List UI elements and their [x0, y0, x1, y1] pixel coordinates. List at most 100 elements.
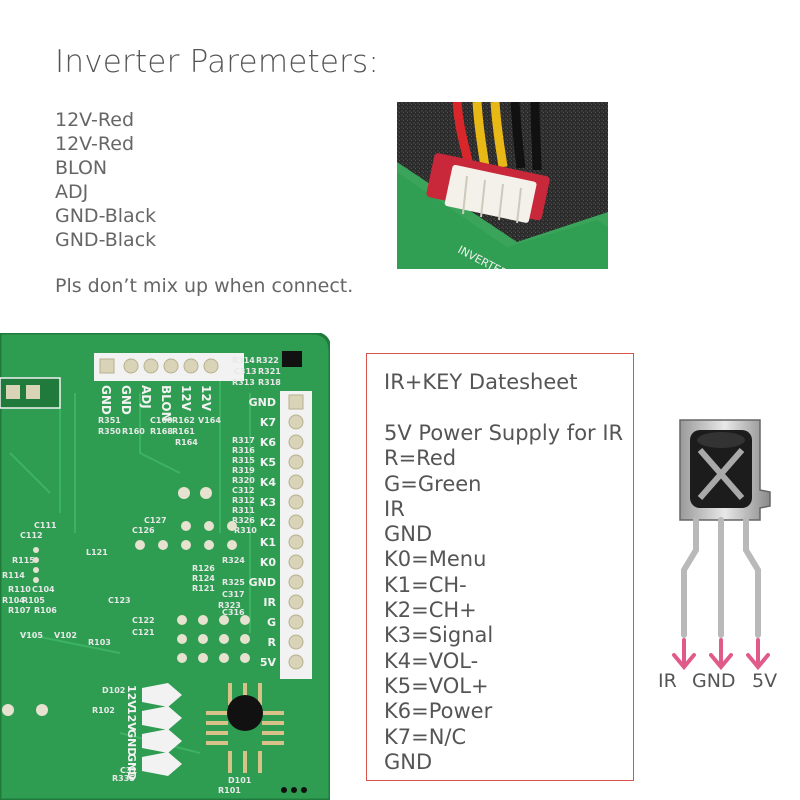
- pcb-side-label: GND: [249, 576, 276, 589]
- pcb-designator: R110: [8, 585, 31, 594]
- pcb-designator: R164: [175, 438, 198, 447]
- datasheet-box: [366, 353, 634, 781]
- pcb-designator: R318: [258, 378, 281, 387]
- pcb-designator: C121: [132, 628, 155, 637]
- pcb-designator: R162: [172, 416, 195, 425]
- pcb-designator: R323: [218, 601, 241, 610]
- pcb-designator: R105: [22, 596, 45, 605]
- pcb-designator: R107: [8, 606, 31, 615]
- pcb-header-label: ADJ: [139, 385, 153, 409]
- connector-photo: INVERTER: [397, 102, 608, 269]
- pcb-side-label: K4: [260, 476, 277, 489]
- pcb-designator: R121: [192, 584, 215, 593]
- pcb-side-label: K5: [260, 456, 276, 469]
- pcb-designator: R326: [232, 516, 255, 525]
- pcb-side-label: 5V: [260, 656, 277, 669]
- pcb-designator: R160: [122, 427, 145, 436]
- pcb-power-label: 12V: [125, 707, 138, 731]
- pcb-designator: R310: [234, 526, 257, 535]
- ir-receiver-icon: [672, 419, 771, 671]
- pcb-designator: R317: [232, 436, 255, 445]
- pcb-designator: R316: [232, 446, 255, 455]
- gnd-pin-label: GND: [692, 670, 736, 692]
- wire-label: ADJ: [55, 181, 89, 203]
- datasheet-line: GND: [384, 749, 433, 774]
- pcb-designator: V105: [20, 631, 43, 640]
- pcb-designator: V164: [198, 416, 221, 425]
- pcb-side-label: R: [268, 636, 277, 649]
- pcb-side-label: K6: [260, 436, 277, 449]
- pcb-designator: R320: [232, 476, 255, 485]
- inverter-title: Inverter Paremeters:: [55, 44, 380, 80]
- pcb-designator: R311: [232, 506, 255, 515]
- pcb-header-label: 12V: [179, 385, 193, 412]
- pcb-designator: R315: [232, 456, 255, 465]
- connection-note: Pls don’t mix up when connect.: [55, 275, 354, 297]
- datasheet-line: GND: [384, 522, 433, 547]
- pcb-designator: R115: [12, 556, 35, 565]
- pcb-designator: C316: [222, 608, 245, 617]
- datasheet-pin-list: 5V Power Supply for IR R=Red G=Green IR …: [384, 421, 623, 775]
- pcb-header-label: GND: [99, 385, 113, 415]
- pcb-designator: R114: [2, 571, 25, 580]
- pcb-designator: R104: [2, 596, 25, 605]
- datasheet-line: K7=N/C: [384, 724, 467, 749]
- datasheet-line: K5=VOL+: [384, 673, 489, 698]
- pcb-designator: R101: [218, 786, 241, 795]
- pcb-designator: R322: [256, 356, 279, 365]
- pcb-designator: C126: [132, 526, 155, 535]
- pcb-designator: C160: [150, 416, 173, 425]
- datasheet-line: IR: [384, 496, 405, 521]
- 5v-pin-label: 5V: [752, 670, 778, 692]
- datasheet-line: R=Red: [384, 446, 457, 471]
- pcb-designator: C111: [34, 521, 57, 530]
- pcb-designator: R313: [232, 378, 255, 387]
- datasheet-line: 5V Power Supply for IR: [384, 421, 624, 445]
- pcb-side-label: GND: [249, 396, 276, 409]
- pcb-side-label: K2: [260, 516, 276, 529]
- datasheet-line: K2=CH+: [384, 598, 477, 623]
- pcb-designator: C104: [32, 585, 55, 594]
- datasheet-line: K6=Power: [384, 699, 493, 724]
- pcb-designator: R319: [232, 466, 255, 475]
- datasheet-line: K0=Menu: [384, 547, 487, 572]
- wire-label: GND-Black: [55, 229, 157, 251]
- pcb-side-label: G: [267, 616, 276, 629]
- inverter-wire-list: 12V-Red 12V-Red BLON ADJ GND-Black GND-B…: [55, 108, 156, 252]
- pcb-designator: D102: [102, 686, 125, 695]
- pcb-designator: D101: [228, 776, 252, 785]
- datasheet-line: G=Green: [384, 471, 482, 496]
- pcb-designator: V102: [54, 631, 77, 640]
- pcb-designator: R106: [34, 606, 57, 615]
- pcb-power-label: 12V: [125, 685, 138, 709]
- pcb-side-label: K3: [260, 496, 276, 509]
- pcb-designator: R314: [232, 356, 255, 365]
- pcb-designator: C312: [232, 486, 255, 495]
- pcb-header-label: 12V: [199, 385, 213, 412]
- pcb-designator: R103: [88, 638, 111, 647]
- pcb-designator: R168: [150, 427, 173, 436]
- pcb-header-label: BLON: [159, 385, 173, 422]
- pcb-header-label: GND: [119, 385, 133, 415]
- pcb-power-label: GND: [125, 729, 138, 756]
- pcb-designator: C127: [144, 516, 167, 525]
- pcb-designator: R321: [258, 367, 281, 376]
- pcb-designator: C31: [120, 766, 137, 775]
- pcb-side-label: K1: [260, 536, 276, 549]
- pcb-designator: C313: [234, 367, 257, 376]
- pcb-designator: R161: [172, 427, 195, 436]
- pcb-designator: C122: [132, 616, 155, 625]
- pcb-designator: R126: [192, 564, 215, 573]
- wire-label: GND-Black: [55, 205, 157, 227]
- pcb-designator: R325: [222, 578, 245, 587]
- pcb-designator: C112: [20, 531, 43, 540]
- pcb-power-label: GND: [125, 753, 138, 780]
- wire-label: 12V-Red: [55, 109, 135, 131]
- datasheet-line: K3=Signal: [384, 623, 494, 648]
- pcb-designator: R124: [192, 574, 215, 583]
- wire-label: 12V-Red: [55, 133, 135, 155]
- pcb-designator: R102: [92, 706, 115, 715]
- pcb-side-label: K0: [260, 556, 277, 569]
- pcb-designator: R335: [112, 774, 135, 783]
- wire-label: BLON: [55, 157, 108, 179]
